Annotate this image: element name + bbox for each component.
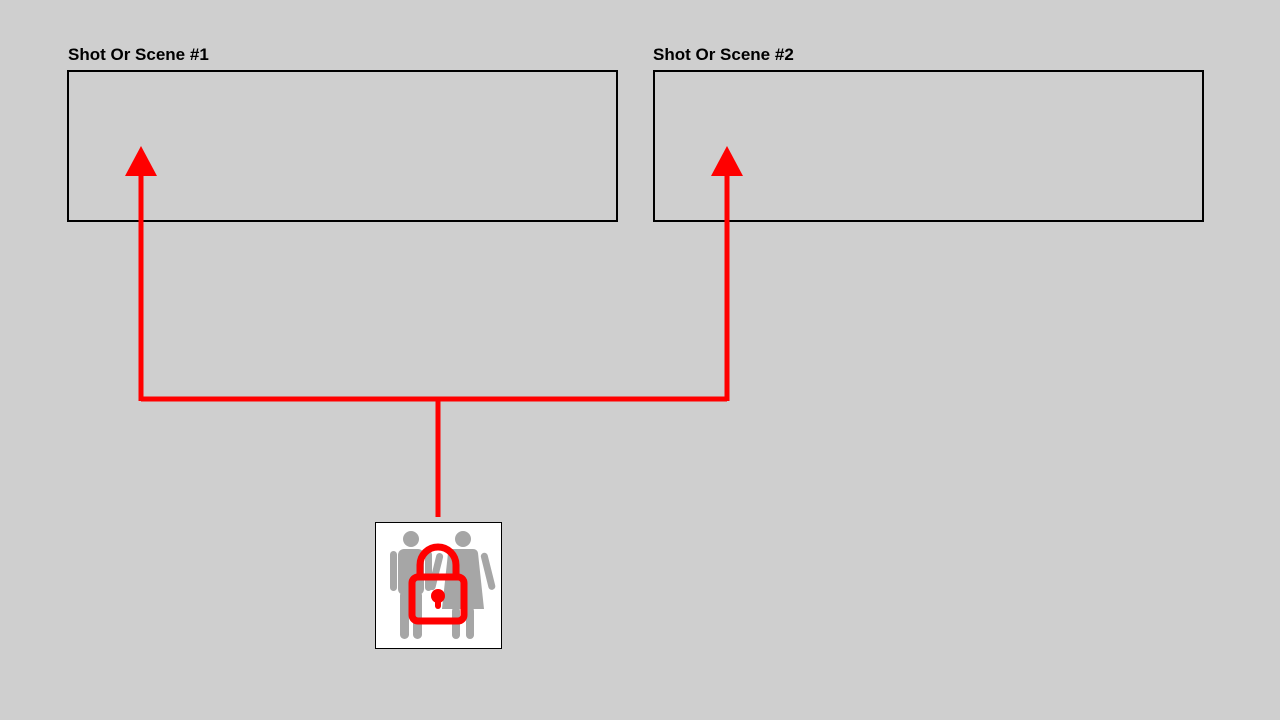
shot-1-box <box>67 70 618 222</box>
people-lock-card <box>375 522 502 649</box>
connector-branch <box>138 396 730 402</box>
shot-2-label: Shot Or Scene #2 <box>653 45 794 64</box>
people-lock-icon <box>390 531 496 639</box>
shot-2-box <box>653 70 1204 222</box>
lock-icon <box>408 543 468 625</box>
shot-1-label: Shot Or Scene #1 <box>68 45 209 64</box>
